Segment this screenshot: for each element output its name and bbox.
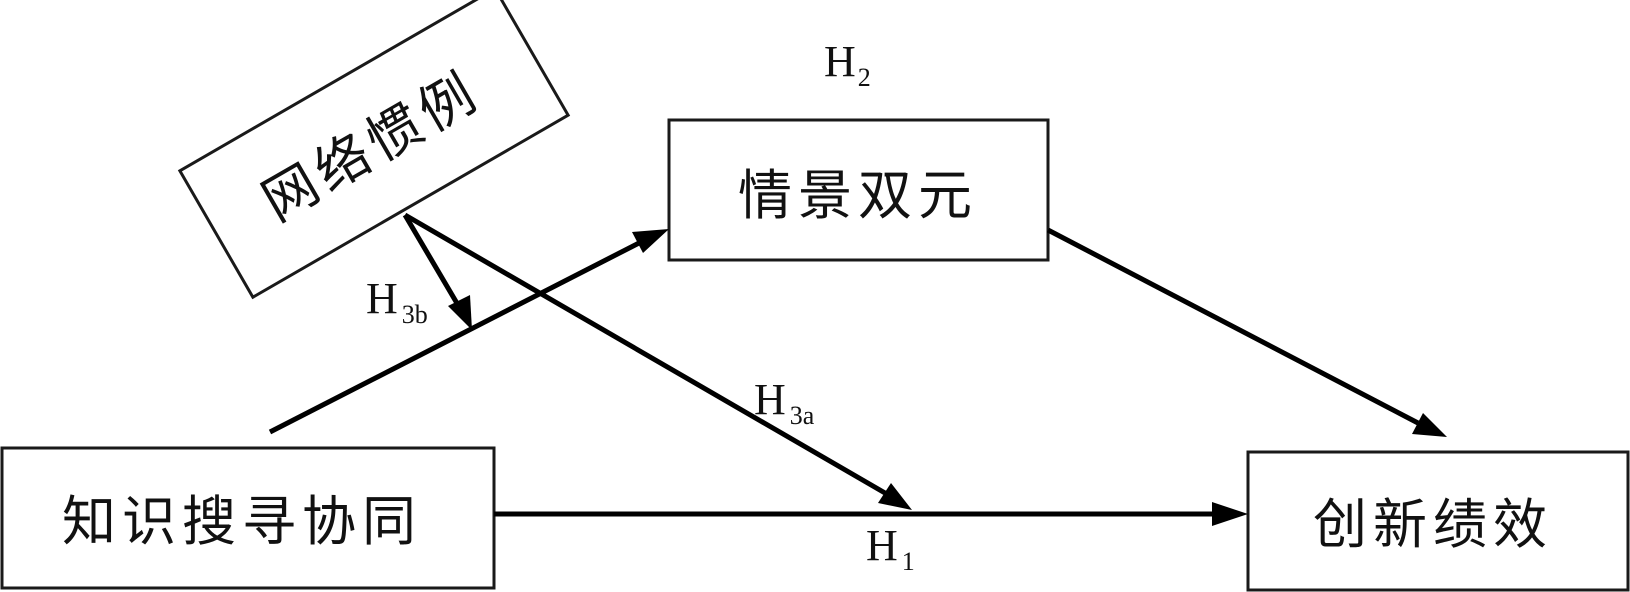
- edge-h3a: [403, 212, 912, 510]
- node-network-routine: 网络惯例: [177, 0, 571, 300]
- edge-h1: [494, 502, 1248, 526]
- node-innovation-performance-label: 创新绩效: [1313, 493, 1553, 556]
- node-knowledge-search: 知识搜寻协同: [0, 446, 496, 590]
- edge-search-to-ambidexterity: [268, 229, 669, 435]
- node-innovation-performance: 创新绩效: [1246, 450, 1630, 592]
- arrowhead-h1: [1212, 502, 1248, 526]
- arrowhead-to-performance: [1412, 413, 1447, 437]
- hypothesis-label-h2: H2: [824, 37, 871, 92]
- arrowhead-to-ambidexterity: [632, 229, 669, 253]
- edge-ambidexterity-to-performance: [1046, 227, 1447, 437]
- node-contextual-ambidexterity: 情景双元: [667, 118, 1050, 262]
- arrowhead-h3a: [878, 483, 912, 510]
- arrowhead-h3b: [448, 295, 472, 330]
- edge-h3b: [402, 213, 472, 330]
- node-knowledge-search-label: 知识搜寻协同: [62, 490, 422, 553]
- node-contextual-ambidexterity-label: 情景双元: [738, 164, 978, 227]
